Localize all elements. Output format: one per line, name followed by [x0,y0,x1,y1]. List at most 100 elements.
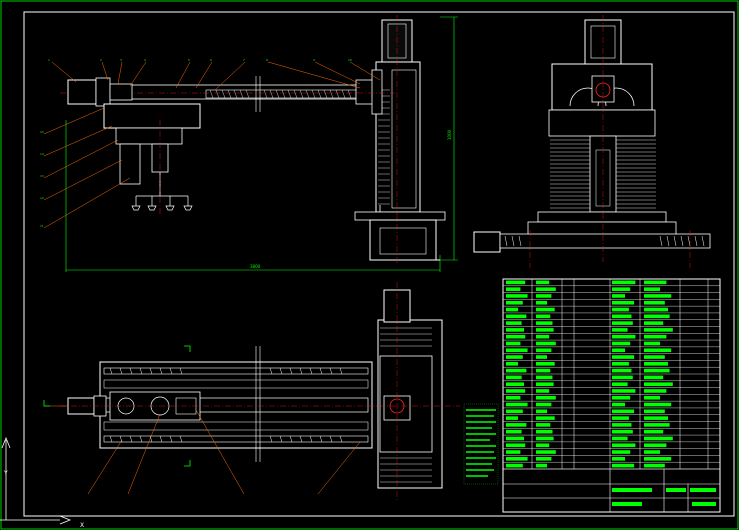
svg-text:11: 11 [40,224,44,228]
parts-list-entry [644,314,670,319]
parts-list-entry [644,450,660,454]
top-rack-upper [109,367,343,375]
parts-list-entry [612,402,625,407]
svg-text:5: 5 [188,58,190,62]
parts-list-entry [506,375,522,380]
parts-list-entry [536,443,550,448]
parts-list-entry [506,416,518,420]
parts-list-entry [612,375,633,380]
parts-list-entry [536,389,550,393]
parts-list-entry [506,287,521,291]
parts-list-entry [506,307,518,312]
parts-list-entry [506,341,521,346]
length-dimension: 3800 [250,264,261,269]
parts-list-entry [612,463,635,468]
parts-list-entry [506,321,522,325]
parts-list-entry [506,423,527,427]
parts-list-entry [506,328,524,332]
title-block-entry [612,502,642,506]
parts-list-entry [536,402,552,407]
title-block-grid [502,279,721,512]
parts-list-entry [612,429,633,434]
parts-list-entry [612,341,631,346]
parts-list-entry [506,429,522,434]
parts-list-entry [536,362,555,366]
parts-list-entry [506,382,524,386]
title-block-entry [692,502,716,506]
parts-list-entry [612,294,625,298]
parts-list-entry [536,300,547,305]
parts-list-entry [644,375,664,380]
parts-list-entry [644,321,664,325]
parts-list-entry [506,450,521,454]
parts-list-entry [612,287,631,291]
parts-list-entry [612,355,635,359]
svg-text:15: 15 [40,130,44,134]
parts-list-entry [644,287,660,291]
parts-list-entry [536,355,547,359]
title-block-entry [612,488,652,492]
parts-list-entry [644,395,660,400]
parts-list-entry [536,429,553,434]
svg-text:3: 3 [120,58,122,62]
parts-list-entry [612,348,625,353]
parts-list-entry [506,355,523,359]
parts-list-entry [536,457,552,461]
svg-text:1: 1 [48,58,50,62]
parts-list-entry [644,300,665,305]
parts-list-entry [506,348,528,353]
parts-list-entry [506,300,523,305]
parts-list-entry [506,294,528,298]
parts-list-entry [506,389,526,393]
svg-text:10: 10 [348,58,352,62]
svg-text:8: 8 [266,58,268,62]
svg-text:14: 14 [40,152,44,156]
parts-list-entry [506,362,518,366]
parts-list-entry [644,389,667,393]
column-bellows [378,89,390,205]
parts-list-entry [536,348,552,353]
parts-list-entry [612,362,629,366]
parts-list-entry [506,280,526,285]
parts-list-entry [536,395,556,400]
svg-text:9: 9 [313,58,315,62]
parts-list-entry [536,287,556,291]
parts-list-entry [536,423,551,427]
parts-list-entry [612,423,632,427]
parts-list-entry [612,443,636,448]
parts-list-entry [612,436,628,441]
parts-list-entry [644,328,673,332]
parts-list-entry [612,280,636,285]
suction-cups [131,196,193,211]
parts-list-entry [612,328,628,332]
parts-list-entry [506,463,523,468]
parts-list-entry [612,457,625,461]
parts-list-entry [612,334,636,339]
parts-list-entry [612,450,631,454]
parts-list-entry [506,395,521,400]
top-view-leaders [44,405,361,495]
svg-text:4: 4 [144,58,146,62]
parts-list-entry [536,375,553,380]
parts-list-entry [644,294,672,298]
front-view-dimensions [65,16,458,272]
parts-list-entry [612,300,635,305]
svg-text:7: 7 [243,58,245,62]
parts-list-entry [536,382,554,386]
parts-list-entry [536,450,556,454]
parts-list-entry [536,368,551,373]
vertical-column [354,15,446,264]
parts-list-entry [536,463,547,468]
parts-list-entry [506,368,527,373]
parts-list-entry [536,341,556,346]
parts-list-entry [644,362,668,366]
front-view: 3800 1000 [40,15,458,272]
parts-list-entry [644,429,664,434]
parts-list-entry [612,314,632,319]
svg-text:12: 12 [40,196,44,200]
side-rack [504,235,705,247]
top-bellows [380,327,432,483]
